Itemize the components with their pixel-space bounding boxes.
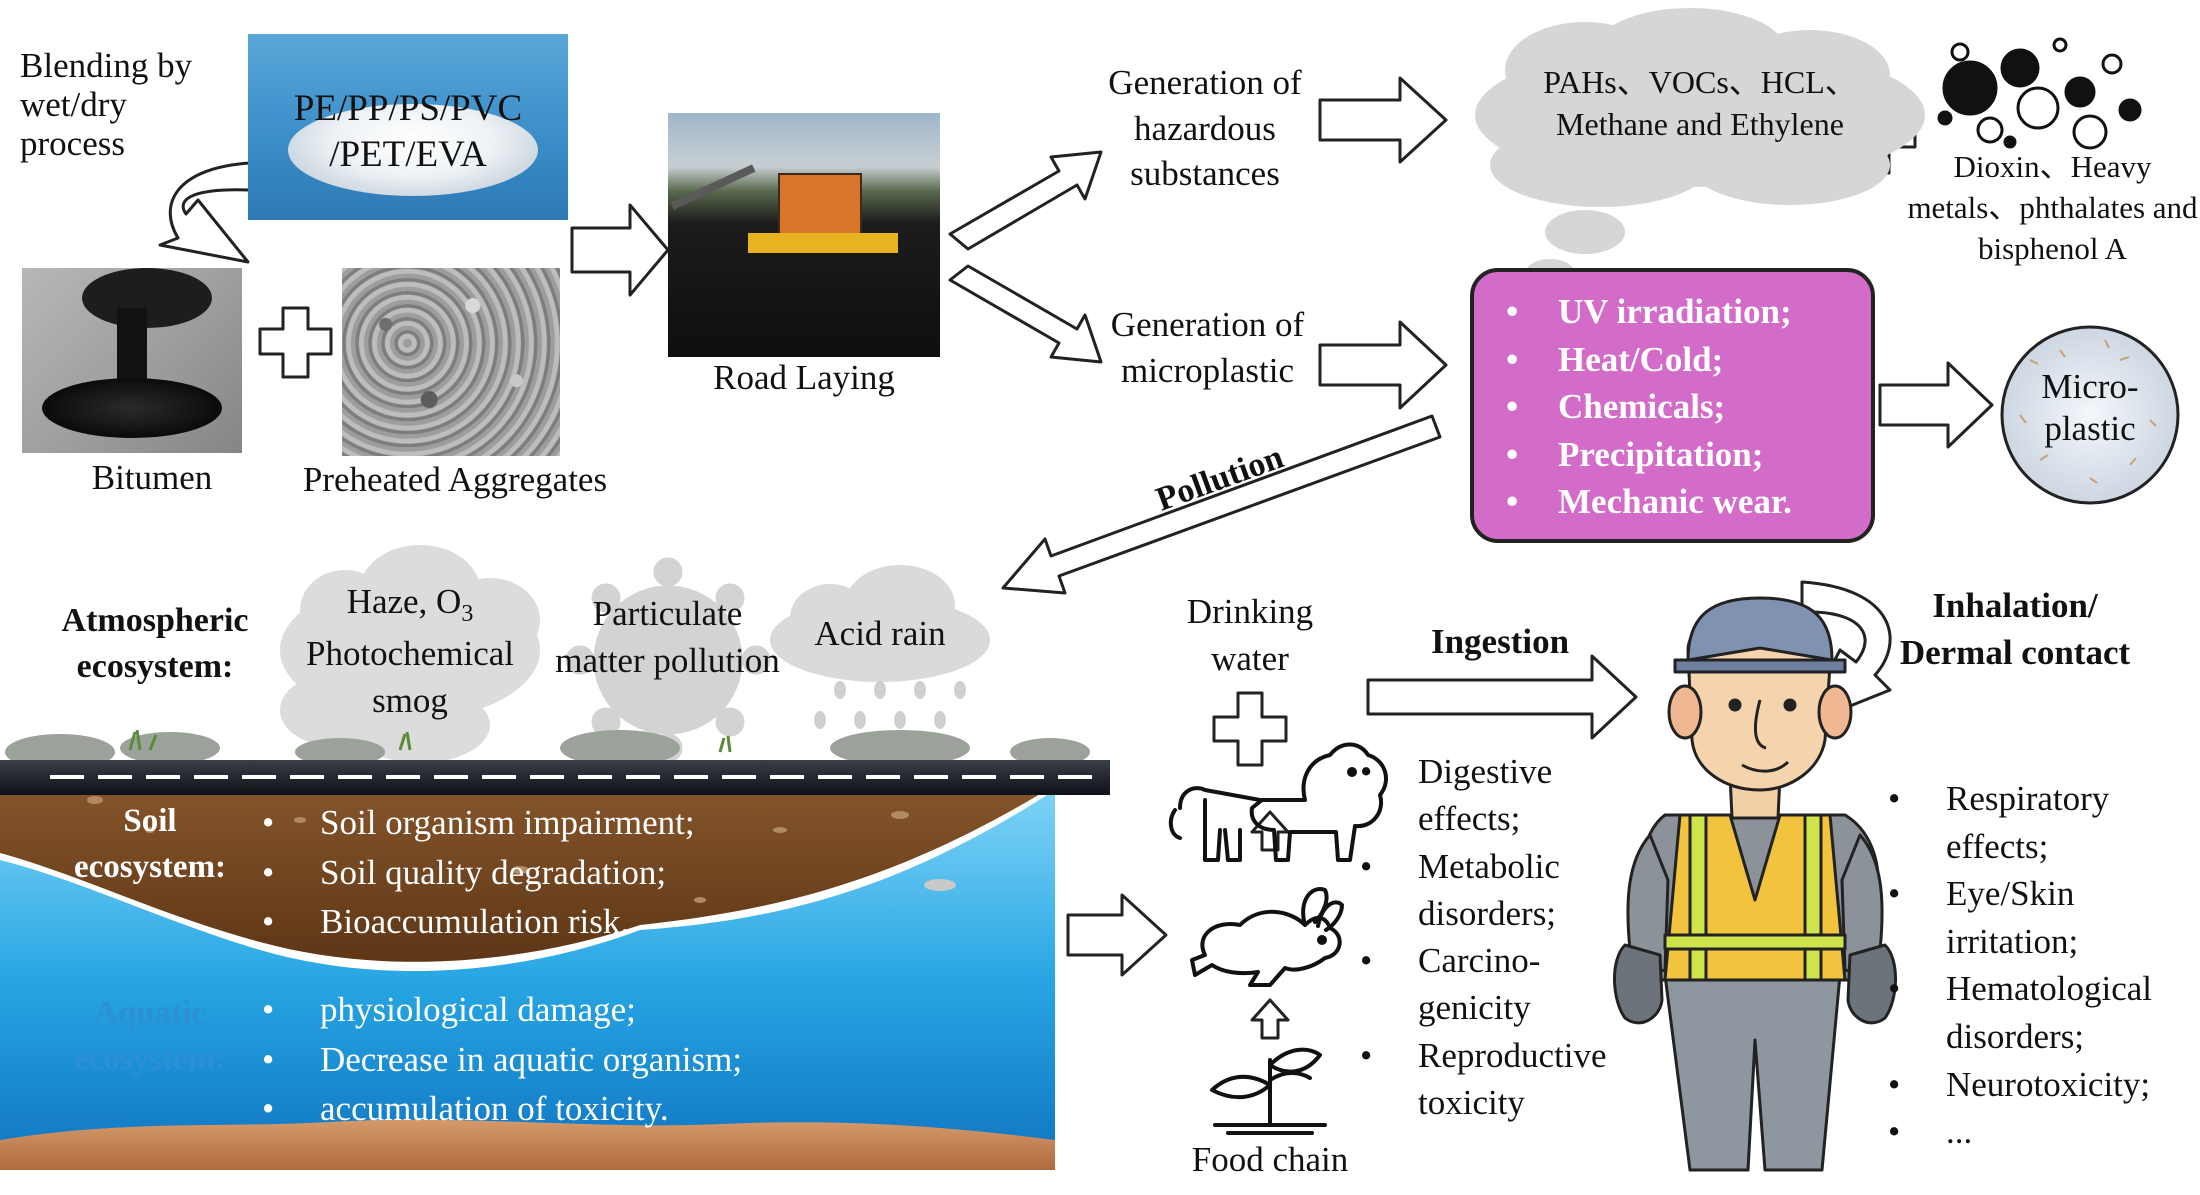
rain-cloud-icon xyxy=(770,565,990,729)
plus-bitumen-aggregates xyxy=(258,306,333,379)
road-sideline xyxy=(670,164,756,210)
ingestion-label: Ingestion xyxy=(1430,622,1570,661)
aquatic-effect-item: accumulation of toxicity. xyxy=(262,1084,742,1134)
aquatic-effects-list: physiological damage; Decrease in aquati… xyxy=(262,985,742,1134)
drinking-water-label: Drinking water xyxy=(1186,592,1314,679)
ingestion-effect-item: Metabolic disorders; xyxy=(1360,843,1618,938)
dioxin-text: Dioxin、Heavy metals、phthalates and bisph… xyxy=(1907,149,2198,267)
arrow-to-food-chain xyxy=(1066,893,1168,977)
pellets-photo xyxy=(248,34,568,220)
hazard-cloud-text: PAHs、VOCs、HCL、Methane and Ethylene xyxy=(1543,64,1857,142)
arrow-pollution xyxy=(1001,414,1442,595)
arrow-ingestion xyxy=(1366,654,1638,740)
bitumen-photo xyxy=(22,268,242,453)
ingestion-effect-item: Carcino-genicity xyxy=(1360,937,1578,1032)
inhalation-effect-item: Eye/Skin irritation; xyxy=(1888,870,2136,965)
aggregates-label: Preheated Aggregates xyxy=(302,460,608,499)
up-arrow-plant-rabbit xyxy=(1250,998,1290,1040)
haze-label: Haze, O3 xyxy=(310,582,510,628)
degradation-factors-box: UV irradiation; Heat/Cold; Chemicals; Pr… xyxy=(1470,268,1875,543)
soil-effect-item: Bioaccumulation risk. xyxy=(262,897,695,947)
aquatic-effect-item: physiological damage; xyxy=(262,985,742,1035)
inhalation-effect-item: Neurotoxicity; xyxy=(1888,1061,2196,1109)
road-laying-label: Road Laying xyxy=(713,358,895,397)
plastics-line2: /PET/EVA xyxy=(329,134,487,175)
particulate-label: Particulate matter pollution xyxy=(555,594,780,681)
inhalation-effect-item: Respiratory effects; xyxy=(1888,775,2156,870)
haze-text: Haze, O xyxy=(346,582,462,621)
inhalation-effects-list: Respiratory effects; Eye/Skin irritation… xyxy=(1888,775,2198,1156)
acid-rain-label: Acid rain xyxy=(814,614,946,653)
o3-subscript: 3 xyxy=(461,601,474,627)
haze-cloud xyxy=(280,545,540,763)
bitumen-puddle xyxy=(42,378,222,438)
smoke-particles-icon xyxy=(1937,37,2142,150)
ingestion-effect-item: Reproductive toxicity xyxy=(1360,1032,1658,1127)
virus-icon xyxy=(565,557,771,763)
road-laying-photo xyxy=(668,113,940,357)
arrow-to-road xyxy=(570,203,670,297)
arrow-to-factor-box xyxy=(1318,320,1448,410)
ingestion-effect-item: Digestive effects; xyxy=(1360,748,1618,843)
microplastic-circle xyxy=(2000,325,2180,505)
plastics-line1: PE/PP/PS/PVC xyxy=(293,88,523,129)
aquatic-label: Aquatic ecosystem: xyxy=(73,995,227,1078)
hazard-cloud xyxy=(1475,8,1925,285)
arrow-road-to-microplastic xyxy=(948,264,1103,364)
factors-list: UV irradiation; Heat/Cold; Chemicals; Pr… xyxy=(1506,288,1792,526)
rabbit-icon xyxy=(1190,887,1344,987)
arrow-road-to-hazard xyxy=(948,150,1103,251)
factor-item: UV irradiation; xyxy=(1506,288,1792,336)
paver-screed xyxy=(748,233,898,253)
ingestion-effects-list: Digestive effects; Metabolic disorders; … xyxy=(1360,748,1660,1126)
microplastic-circle-label: Micro-plastic xyxy=(2041,367,2139,448)
factor-item: Chemicals; xyxy=(1506,383,1792,431)
plus-water-food xyxy=(1212,691,1288,767)
blending-curved-arrow xyxy=(158,161,252,264)
inhalation-label: Inhalation/ Dermal contact xyxy=(1899,586,2131,673)
atmospheric-label: Atmospheric ecosystem: xyxy=(61,602,249,685)
inhalation-effect-item: ... xyxy=(1888,1108,2196,1156)
bitumen-label: Bitumen xyxy=(91,458,213,497)
soil-effect-item: Soil quality degradation; xyxy=(262,848,695,898)
arrow-to-microplastic xyxy=(1878,361,1994,449)
pellet-dish xyxy=(288,104,538,196)
factor-item: Heat/Cold; xyxy=(1506,336,1792,384)
factor-item: Mechanic wear. xyxy=(1506,478,1792,526)
soil-label: Soil ecosystem: xyxy=(73,803,227,886)
generation-microplastic-label: Generation of microplastic xyxy=(1110,305,1305,390)
worker-figure xyxy=(1613,596,1897,1172)
food-chain-label: Food chain xyxy=(1191,1140,1349,1179)
generation-hazardous-label: Generation of hazardous substances xyxy=(1108,63,1302,193)
factor-item: Precipitation; xyxy=(1506,431,1792,479)
photochemical-smog-label: Photochemical smog xyxy=(305,634,514,721)
soil-effects-list: Soil organism impairment; Soil quality d… xyxy=(262,798,695,947)
soil-effect-item: Soil organism impairment; xyxy=(262,798,695,848)
aquatic-effect-item: Decrease in aquatic organism; xyxy=(262,1035,742,1085)
aggregates-photo xyxy=(342,268,560,456)
plant-icon xyxy=(1210,1047,1327,1135)
arrow-to-hazard-cloud xyxy=(1318,76,1448,164)
bitumen-bucket xyxy=(82,268,212,328)
blending-label: Blending by wet/dry process xyxy=(20,46,193,164)
inhalation-effect-item: Hematological disorders; xyxy=(1888,965,2196,1060)
